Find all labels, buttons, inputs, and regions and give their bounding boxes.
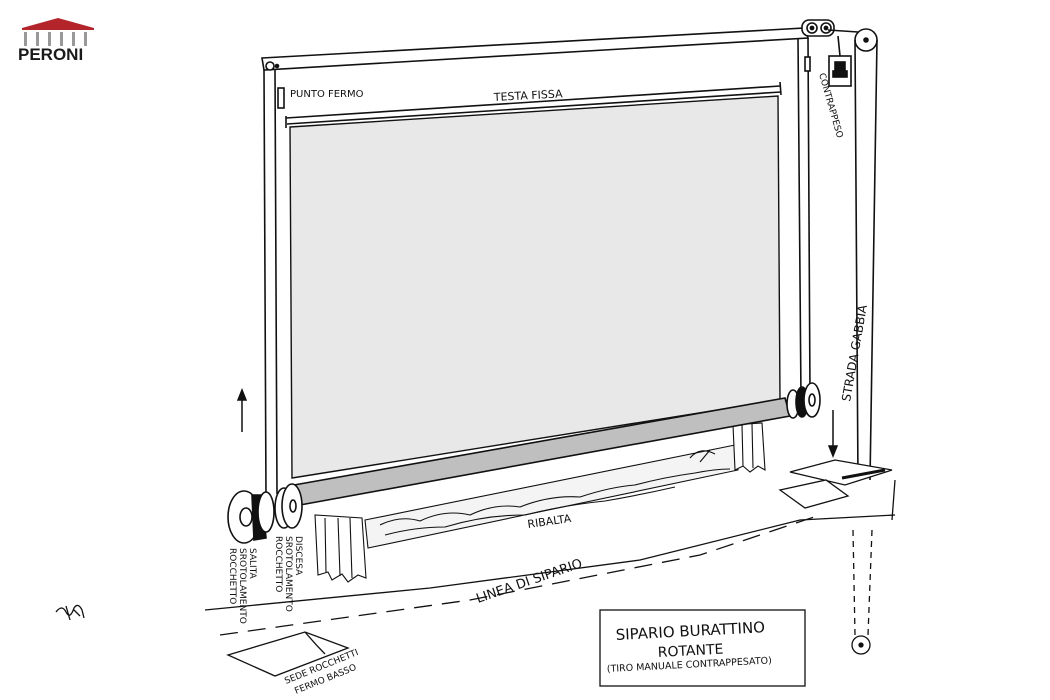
left-spool-salita: [227, 490, 275, 544]
title-line-2: ROTANTE: [657, 642, 723, 661]
stage-opening: [314, 422, 766, 583]
logo-roof-icon: [22, 18, 94, 28]
sede-rocchetti-plate: [226, 631, 350, 677]
testa-fissa-bar: [285, 81, 782, 128]
floor-trap-plates: [778, 459, 893, 509]
artist-signature-icon: [55, 604, 85, 621]
svg-text:DISCESA: DISCESA: [293, 536, 303, 576]
label-linea-sipario: LINEA DI SIPARIO: [474, 556, 584, 606]
label-rocchetto-salita: ROCCHETTO SROTOLAMENTO SALITA: [227, 548, 257, 624]
label-rocchetto-discesa: ROCCHETTO SROTOLAMENTO DISCESA: [273, 536, 303, 612]
down-arrow-icon: [827, 410, 839, 459]
logo-text: PERONI: [18, 45, 83, 64]
svg-text:ROCCHETTO: ROCCHETTO: [227, 548, 237, 604]
svg-text:SROTOLAMENTO: SROTOLAMENTO: [237, 548, 247, 624]
label-punto-fermo: PUNTO FERMO: [290, 89, 364, 100]
lower-pulley: [851, 529, 873, 655]
stage-floor: [204, 479, 896, 636]
label-testa-fissa: TESTA FISSA: [492, 87, 563, 104]
bottom-roller: [292, 382, 821, 506]
svg-text:SROTOLAMENTO: SROTOLAMENTO: [283, 536, 293, 612]
svg-text:ROCCHETTO: ROCCHETTO: [273, 536, 283, 592]
svg-text:SALITA: SALITA: [247, 548, 257, 580]
label-strada-gabbia: STRADA GABBIA: [839, 303, 870, 403]
up-arrow-icon: [236, 387, 248, 432]
label-ribalta: RIBALTA: [527, 512, 573, 531]
title-box: SIPARIO BURATTINO ROTANTE (TIRO MANUALE …: [599, 609, 806, 687]
curtain-frame: [261, 19, 878, 499]
left-spool-discesa: [274, 483, 303, 529]
peroni-logo: PERONI: [18, 18, 94, 64]
